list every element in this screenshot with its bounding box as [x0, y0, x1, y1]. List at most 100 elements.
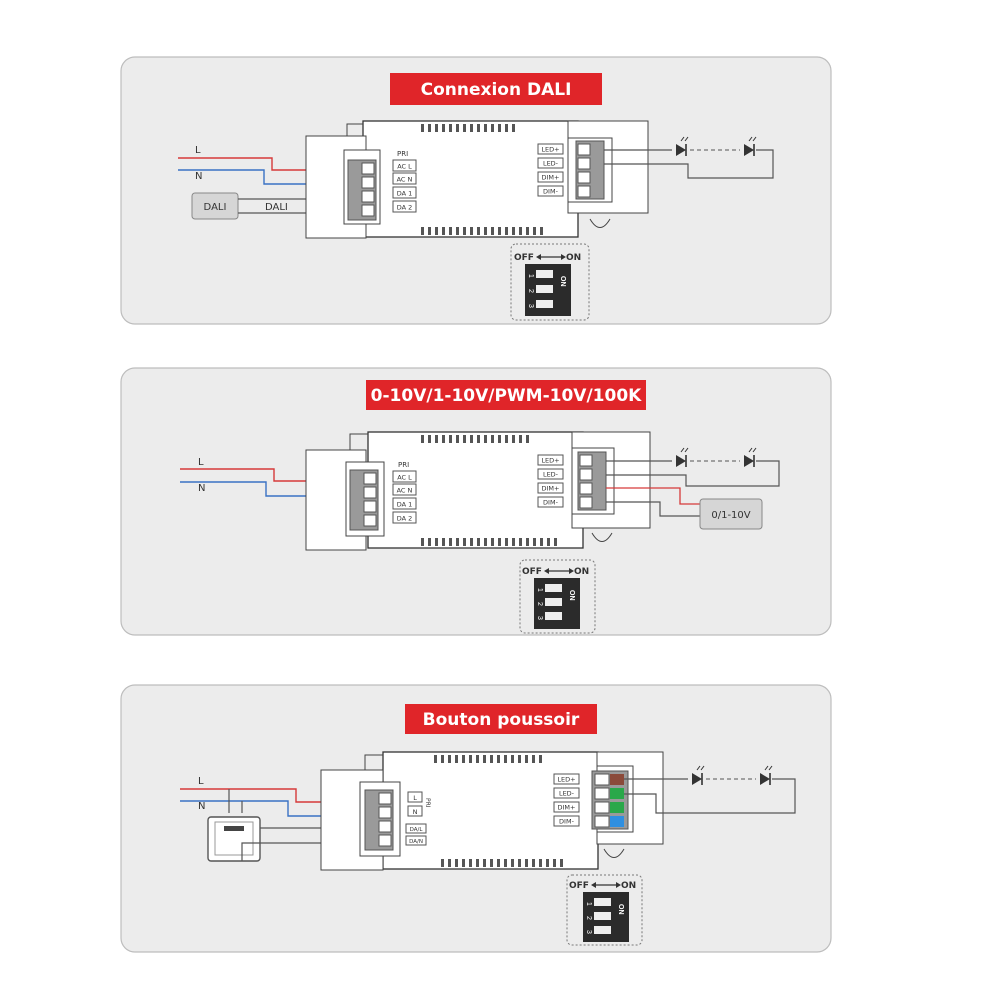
- dali-device-label: DALI: [204, 202, 227, 213]
- panel-dali: Connexion DALI L N DALI DALI: [120, 56, 832, 325]
- dip-toggle-2[interactable]: [545, 598, 562, 606]
- dip-toggle-3[interactable]: [545, 612, 562, 620]
- input-terminal-block: [347, 159, 377, 221]
- mounting-tab-top: [364, 754, 383, 770]
- led-return-wire: [604, 149, 774, 179]
- terminal-label-da2: DA 2: [397, 204, 413, 212]
- neutral-label: N: [198, 483, 205, 494]
- live-label: L: [198, 776, 204, 787]
- output-terminal-block: [591, 770, 629, 830]
- terminal-wire-brown: [610, 774, 624, 785]
- dip-toggle-2[interactable]: [536, 285, 553, 293]
- terminal-label-ac-n: AC N: [397, 487, 413, 495]
- mounting-tab-top: [346, 123, 363, 136]
- dip-arrow-left-icon: [536, 254, 541, 260]
- pri-label: PRI: [398, 461, 409, 469]
- push-button-indicator: [224, 826, 244, 831]
- panel-title: Connexion DALI: [421, 80, 572, 100]
- dip-switch: OFF ON 1 2 3 ON: [566, 874, 643, 946]
- input-terminal-block: [349, 469, 379, 531]
- pri-label: PRI: [397, 150, 408, 158]
- dip-number-2: 2: [585, 916, 592, 920]
- terminal-label-dim-plus: DIM+: [558, 804, 576, 812]
- dip-toggle-1[interactable]: [536, 270, 553, 278]
- mounting-tab-top: [349, 433, 368, 450]
- live-label: L: [195, 145, 201, 156]
- dip-arrow-left-icon: [544, 568, 549, 574]
- dip-on-label: ON: [621, 881, 636, 891]
- dip-side-on-label: ON: [559, 276, 566, 287]
- terminal-label-dim-minus: DIM-: [559, 818, 575, 826]
- terminal-label-da1: DA 1: [397, 501, 413, 509]
- dimmer-device-label: 0/1-10V: [711, 510, 750, 521]
- terminal-label-dim-plus: DIM+: [542, 485, 560, 493]
- terminal-wire-green: [610, 802, 624, 813]
- terminal-label-ac-n: AC N: [397, 176, 413, 184]
- dip-arrow-right-icon: [616, 882, 621, 888]
- terminal-label-da1: DA 1: [397, 190, 413, 198]
- dip-toggle-1[interactable]: [594, 898, 611, 906]
- dip-toggle-3[interactable]: [536, 300, 553, 308]
- neutral-label: N: [198, 801, 205, 812]
- neutral-label: N: [195, 171, 202, 182]
- output-terminal-labels: [537, 143, 564, 197]
- dip-arrow-right-icon: [569, 568, 574, 574]
- dip-on-label: ON: [574, 567, 589, 577]
- dip-number-3: 3: [536, 616, 543, 620]
- dip-toggle-3[interactable]: [594, 926, 611, 934]
- dip-off-label: OFF: [569, 881, 589, 891]
- panel-analog: 0-10V/1-10V/PWM-10V/100K L N PRI: [120, 367, 832, 636]
- panel-push-button: Bouton poussoir L N PRI: [120, 684, 832, 953]
- dip-number-1: 1: [536, 588, 543, 592]
- led-return-wire: [606, 460, 780, 487]
- pri-label: PRI: [424, 798, 431, 808]
- terminal-label-led-plus: LED+: [541, 457, 559, 465]
- terminal-label-ac-l: AC L: [397, 474, 412, 482]
- dip-number-2: 2: [536, 602, 543, 606]
- dip-arrow-right-icon: [561, 254, 566, 260]
- led-return-wire: [624, 778, 796, 814]
- terminal-label-da2: DA 2: [397, 515, 413, 523]
- vent-slots-bottom: [421, 227, 543, 235]
- dip-on-label: ON: [566, 253, 581, 263]
- dip-number-3: 3: [527, 304, 534, 308]
- terminal-label-da-l: DA/L: [410, 827, 424, 833]
- dip-side-on-label: ON: [617, 904, 624, 915]
- mounting-tab-bottom: [591, 532, 613, 542]
- dip-side-on-label: ON: [568, 590, 575, 601]
- dip-toggle-2[interactable]: [594, 912, 611, 920]
- vent-slots-bottom: [421, 538, 557, 546]
- dali-wire-label: DALI: [265, 202, 288, 213]
- terminal-label-n: N: [413, 808, 418, 816]
- dali-device-box: [191, 192, 239, 220]
- input-terminal-labels: [405, 791, 427, 846]
- panel-title-badge: [405, 704, 597, 734]
- input-terminal-block: [364, 789, 394, 851]
- dim-plus-wire: [606, 487, 700, 505]
- output-terminal-labels: [537, 454, 564, 508]
- terminal-label-da-n: DA/N: [409, 839, 423, 845]
- panel-title: 0-10V/1-10V/PWM-10V/100K: [371, 386, 643, 406]
- terminal-label-dim-plus: DIM+: [542, 174, 560, 182]
- dip-number-3: 3: [585, 930, 592, 934]
- terminal-label-led-minus: LED-: [559, 790, 575, 798]
- output-terminal-labels: [553, 773, 580, 827]
- vent-slots-top: [421, 435, 529, 443]
- dip-toggle-1[interactable]: [545, 584, 562, 592]
- vent-slots-top: [421, 124, 515, 132]
- dip-number-1: 1: [585, 902, 592, 906]
- dip-number-2: 2: [527, 289, 534, 293]
- terminal-wire-green: [610, 788, 624, 799]
- dip-number-1: 1: [527, 274, 534, 278]
- terminal-wire-blue: [610, 816, 624, 827]
- terminal-label-led-minus: LED-: [543, 471, 559, 479]
- dip-switch: OFF ON 1 2 3 ON: [510, 243, 590, 321]
- dimmer-device-box: [699, 498, 763, 530]
- live-label: L: [198, 457, 204, 468]
- terminal-label-led-minus: LED-: [543, 160, 559, 168]
- dim-minus-wire: [606, 501, 700, 517]
- panel-title-badge: [366, 380, 646, 410]
- terminal-label-led-plus: LED+: [541, 146, 559, 154]
- terminal-label-dim-minus: DIM-: [543, 499, 559, 507]
